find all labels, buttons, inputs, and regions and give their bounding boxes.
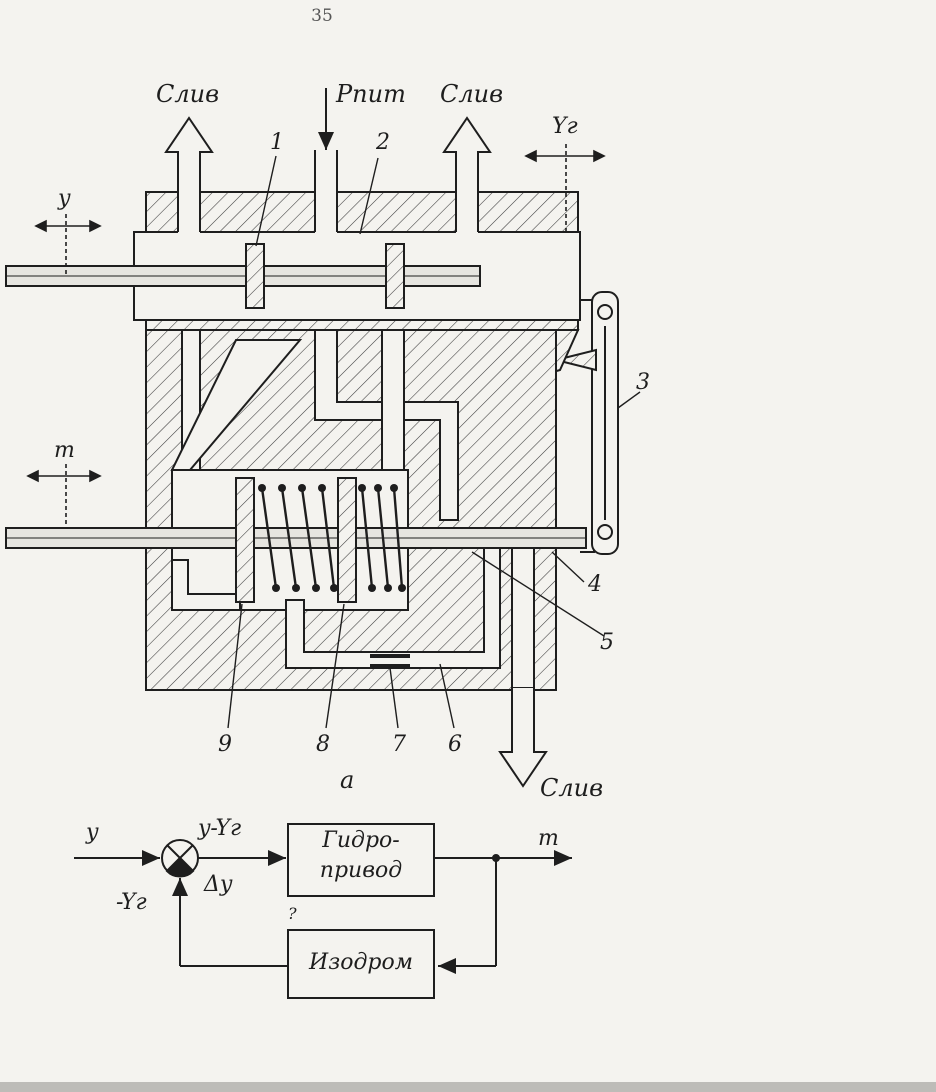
feedback-yg-label: Yг <box>552 114 578 139</box>
bd-hydraulic-block-line2: привод <box>319 858 403 883</box>
part-number-1: 1 <box>270 130 284 155</box>
bd-isodrom-block: Изодром <box>309 950 413 975</box>
piston-rod <box>5 527 587 549</box>
part-number-6: 6 <box>448 732 462 757</box>
block-diagram <box>74 823 572 999</box>
part-number-7: 7 <box>392 732 406 757</box>
spool-rod <box>5 265 481 287</box>
part-number-5: 5 <box>600 630 614 655</box>
supply-label: Pпит <box>336 80 406 108</box>
bd-delta-label: Δy <box>204 872 233 897</box>
feedback-lever <box>555 291 619 555</box>
leader-lines <box>227 155 641 729</box>
part-number-4: 4 <box>588 572 602 597</box>
part-number-8: 8 <box>316 732 330 757</box>
drain-bottom-label: Слив <box>540 774 604 802</box>
part-number-2: 2 <box>376 130 390 155</box>
page-number: 35 <box>311 6 333 26</box>
drain-bottom-arrow <box>498 688 548 788</box>
springs <box>258 484 406 592</box>
spool-lands <box>245 243 405 309</box>
bd-mark: ? <box>288 904 297 923</box>
bottom-edge <box>0 1082 936 1092</box>
drain-right-arrow <box>442 116 492 192</box>
drain-right-label: Слив <box>440 80 504 108</box>
bd-input-label: y <box>86 820 99 845</box>
cylinder-body <box>145 329 580 691</box>
bd-error-expr-label: y-Yг <box>198 816 242 841</box>
subfigure-label: a <box>340 766 355 794</box>
throttle <box>370 654 410 668</box>
bd-feedback-input-label: -Yг <box>116 890 147 915</box>
part-number-3: 3 <box>636 370 650 395</box>
signal-arrows <box>26 144 606 528</box>
output-m-label: m <box>54 438 75 463</box>
drain-left-label: Слив <box>156 80 220 108</box>
part-number-9: 9 <box>218 732 232 757</box>
drain-left-arrow <box>164 116 214 192</box>
pistons <box>235 477 357 603</box>
bd-hydraulic-block-line1: Гидро- <box>322 828 400 853</box>
bd-output-label: m <box>538 826 559 851</box>
input-y-label: y <box>58 186 71 211</box>
